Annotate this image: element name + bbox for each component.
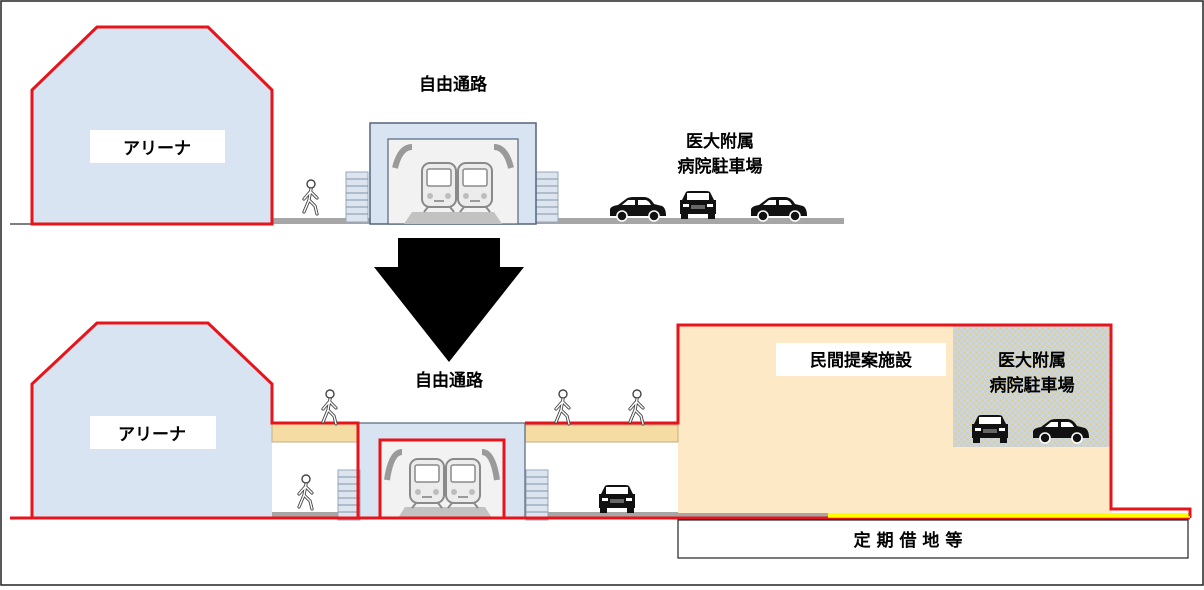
facility-label-box (776, 343, 946, 376)
future-state-section: アリーナ 自由通路 民間提案施設 医大附属 病院駐車場 (10, 321, 1192, 559)
ground-strip (548, 512, 678, 518)
catenary-left (384, 449, 403, 481)
ground-strip (678, 513, 828, 518)
train-icon (457, 162, 493, 213)
lease-highlight (828, 513, 1190, 518)
train-icon (445, 458, 481, 509)
catenary-right (481, 449, 500, 481)
project-boundary-left (30, 321, 360, 518)
free-passage-label: 自由通路 (415, 370, 484, 391)
parking-label-line2: 病院駐車場 (990, 375, 1075, 396)
project-boundary-right (525, 323, 1192, 518)
arena-building (30, 25, 274, 226)
fixed-term-lease-label: 定 期 借 地 等 (854, 530, 963, 551)
platform (404, 212, 502, 224)
project-boundary-station (378, 438, 506, 518)
catenary-left (392, 144, 413, 169)
elevated-deck-right (524, 424, 679, 443)
arena-label-box (90, 416, 216, 449)
parking-label-line1: 医大附属 (998, 350, 1066, 371)
train-icon (409, 458, 445, 509)
ground-strip (272, 512, 358, 518)
train-icon (421, 162, 457, 213)
free-passage-label: 自由通路 (419, 74, 488, 95)
private-facility-label: 民間提案施設 (810, 350, 913, 371)
stairs-icon (525, 469, 549, 521)
current-state-section: アリーナ 自由通路 医大附属 病院駐車場 (10, 25, 844, 226)
parking-label-line2: 病院駐車場 (678, 156, 763, 177)
elevated-deck-left (271, 422, 359, 443)
arena-label: アリーナ (123, 139, 191, 159)
catenary-right (493, 144, 514, 169)
parking-label-line1: 医大附属 (686, 131, 754, 152)
down-arrow-icon (374, 238, 524, 362)
arena-label-box (90, 130, 225, 163)
platform (398, 507, 492, 518)
stairs-icon (535, 171, 559, 223)
fixed-term-lease-box (677, 519, 1189, 559)
arena-label: アリーナ (118, 425, 186, 445)
stairs-icon (345, 171, 369, 223)
